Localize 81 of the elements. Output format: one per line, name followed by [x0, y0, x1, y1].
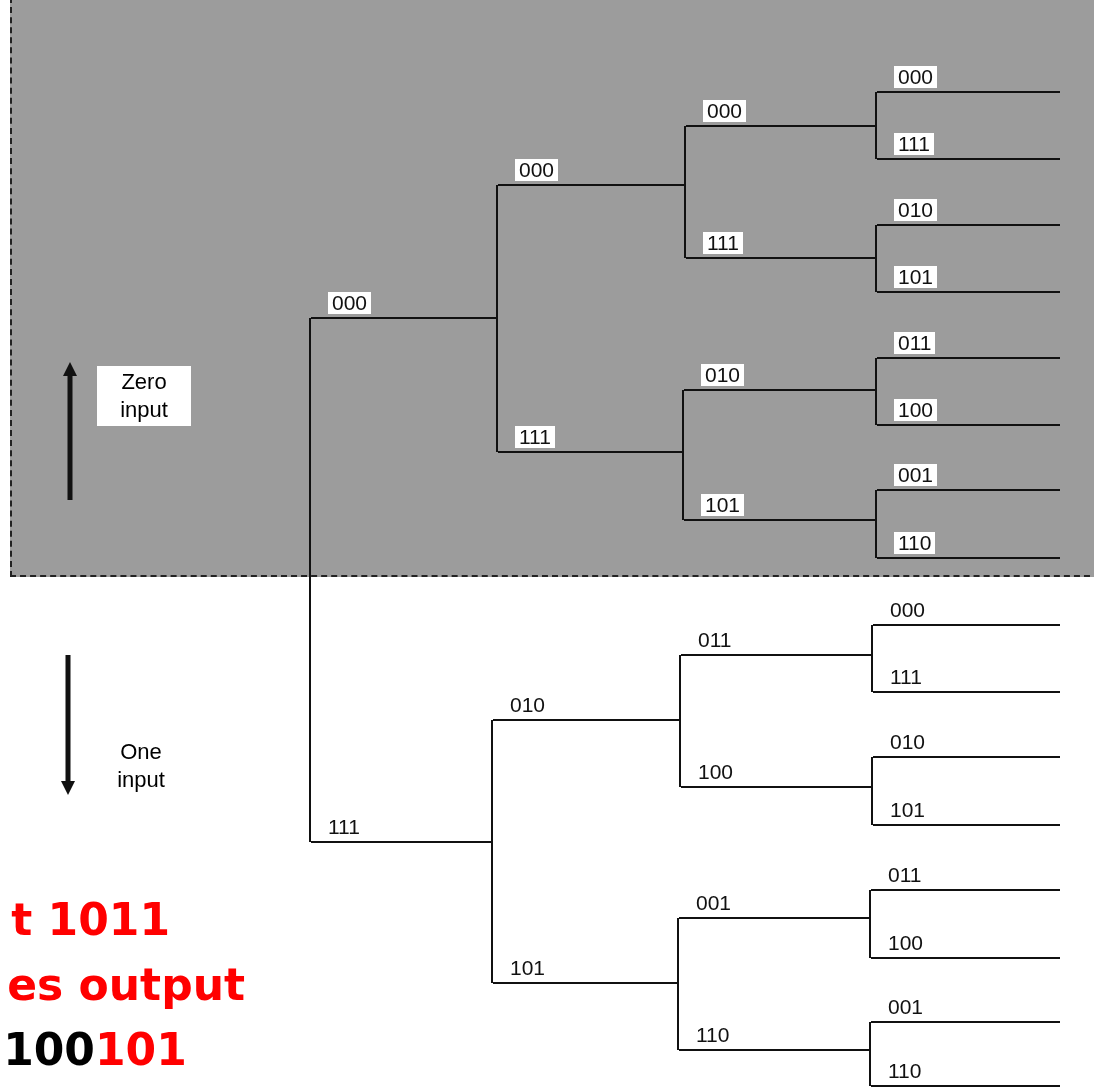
branch-line: [869, 890, 871, 958]
branch-line: [870, 1085, 1061, 1087]
branch-line: [496, 185, 498, 452]
branch-line: [872, 691, 1061, 693]
branch-line: [876, 557, 1061, 559]
edge-label: 101: [894, 266, 938, 288]
edge-label: 101: [510, 957, 546, 979]
edge-label: 000: [328, 292, 372, 314]
edge-label: 100: [894, 399, 938, 421]
edge-label: 000: [894, 66, 938, 88]
edge-label: 010: [890, 731, 926, 753]
branch-line: [679, 655, 681, 787]
branch-line: [871, 625, 873, 692]
branch-line: [492, 982, 678, 984]
edge-label: 101: [701, 494, 745, 516]
edge-label: 111: [894, 133, 934, 155]
branch-line: [875, 490, 877, 558]
branch-line: [682, 390, 684, 520]
branch-line: [872, 824, 1061, 826]
edge-label: 010: [894, 199, 938, 221]
note-text: es output: [7, 960, 245, 1010]
branch-line: [497, 451, 683, 453]
branch-line: [683, 389, 876, 391]
edge-label: 000: [515, 159, 559, 181]
edge-label: 000: [703, 100, 747, 122]
branch-line: [871, 757, 873, 825]
branch-line: [683, 519, 876, 521]
edge-label: 111: [890, 666, 922, 688]
edge-label: 110: [894, 532, 936, 554]
edge-label: 010: [701, 364, 745, 386]
branch-line: [492, 719, 680, 721]
note-text: 100: [3, 1025, 95, 1075]
note-text: 101: [95, 1025, 187, 1075]
edge-label: 001: [696, 892, 732, 914]
edge-label: 001: [888, 996, 924, 1018]
edge-label: 100: [698, 761, 734, 783]
edge-label: 011: [894, 332, 936, 354]
branch-line: [680, 786, 872, 788]
edge-label: 111: [515, 426, 555, 448]
branch-line: [497, 184, 685, 186]
edge-label: 111: [328, 816, 360, 838]
branch-line: [872, 624, 1061, 626]
branch-line: [678, 1049, 870, 1051]
branch-line: [684, 126, 686, 258]
branch-line: [869, 1022, 871, 1086]
branch-line: [491, 720, 493, 983]
branch-line: [310, 317, 497, 319]
edge-label: 010: [510, 694, 546, 716]
branch-line: [870, 1021, 1061, 1023]
edge-label: 111: [703, 232, 743, 254]
branch-line: [309, 318, 311, 842]
branch-line: [677, 918, 679, 1050]
note-text: t 1011: [11, 895, 170, 945]
branch-line: [875, 225, 877, 292]
branch-line: [876, 424, 1061, 426]
branch-line: [875, 358, 877, 425]
edge-label: 011: [698, 629, 732, 651]
branch-line: [875, 92, 877, 159]
edge-label: 100: [888, 932, 924, 954]
branch-line: [870, 889, 1061, 891]
branch-line: [876, 91, 1061, 93]
branch-line: [872, 756, 1061, 758]
direction-label: Zero input: [97, 366, 191, 426]
edge-label: 101: [890, 799, 926, 821]
branch-line: [876, 158, 1061, 160]
branch-line: [685, 257, 876, 259]
direction-label: One input: [116, 738, 166, 794]
branch-line: [876, 291, 1061, 293]
branch-line: [876, 357, 1061, 359]
branch-line: [310, 841, 492, 843]
edge-label: 110: [888, 1060, 922, 1082]
branch-line: [680, 654, 872, 656]
branch-line: [876, 224, 1061, 226]
branch-line: [678, 917, 870, 919]
edge-label: 110: [696, 1024, 730, 1046]
branch-line: [876, 489, 1061, 491]
branch-line: [870, 957, 1061, 959]
branch-line: [685, 125, 876, 127]
edge-label: 001: [894, 464, 938, 486]
edge-label: 011: [888, 864, 922, 886]
edge-label: 000: [890, 599, 926, 621]
